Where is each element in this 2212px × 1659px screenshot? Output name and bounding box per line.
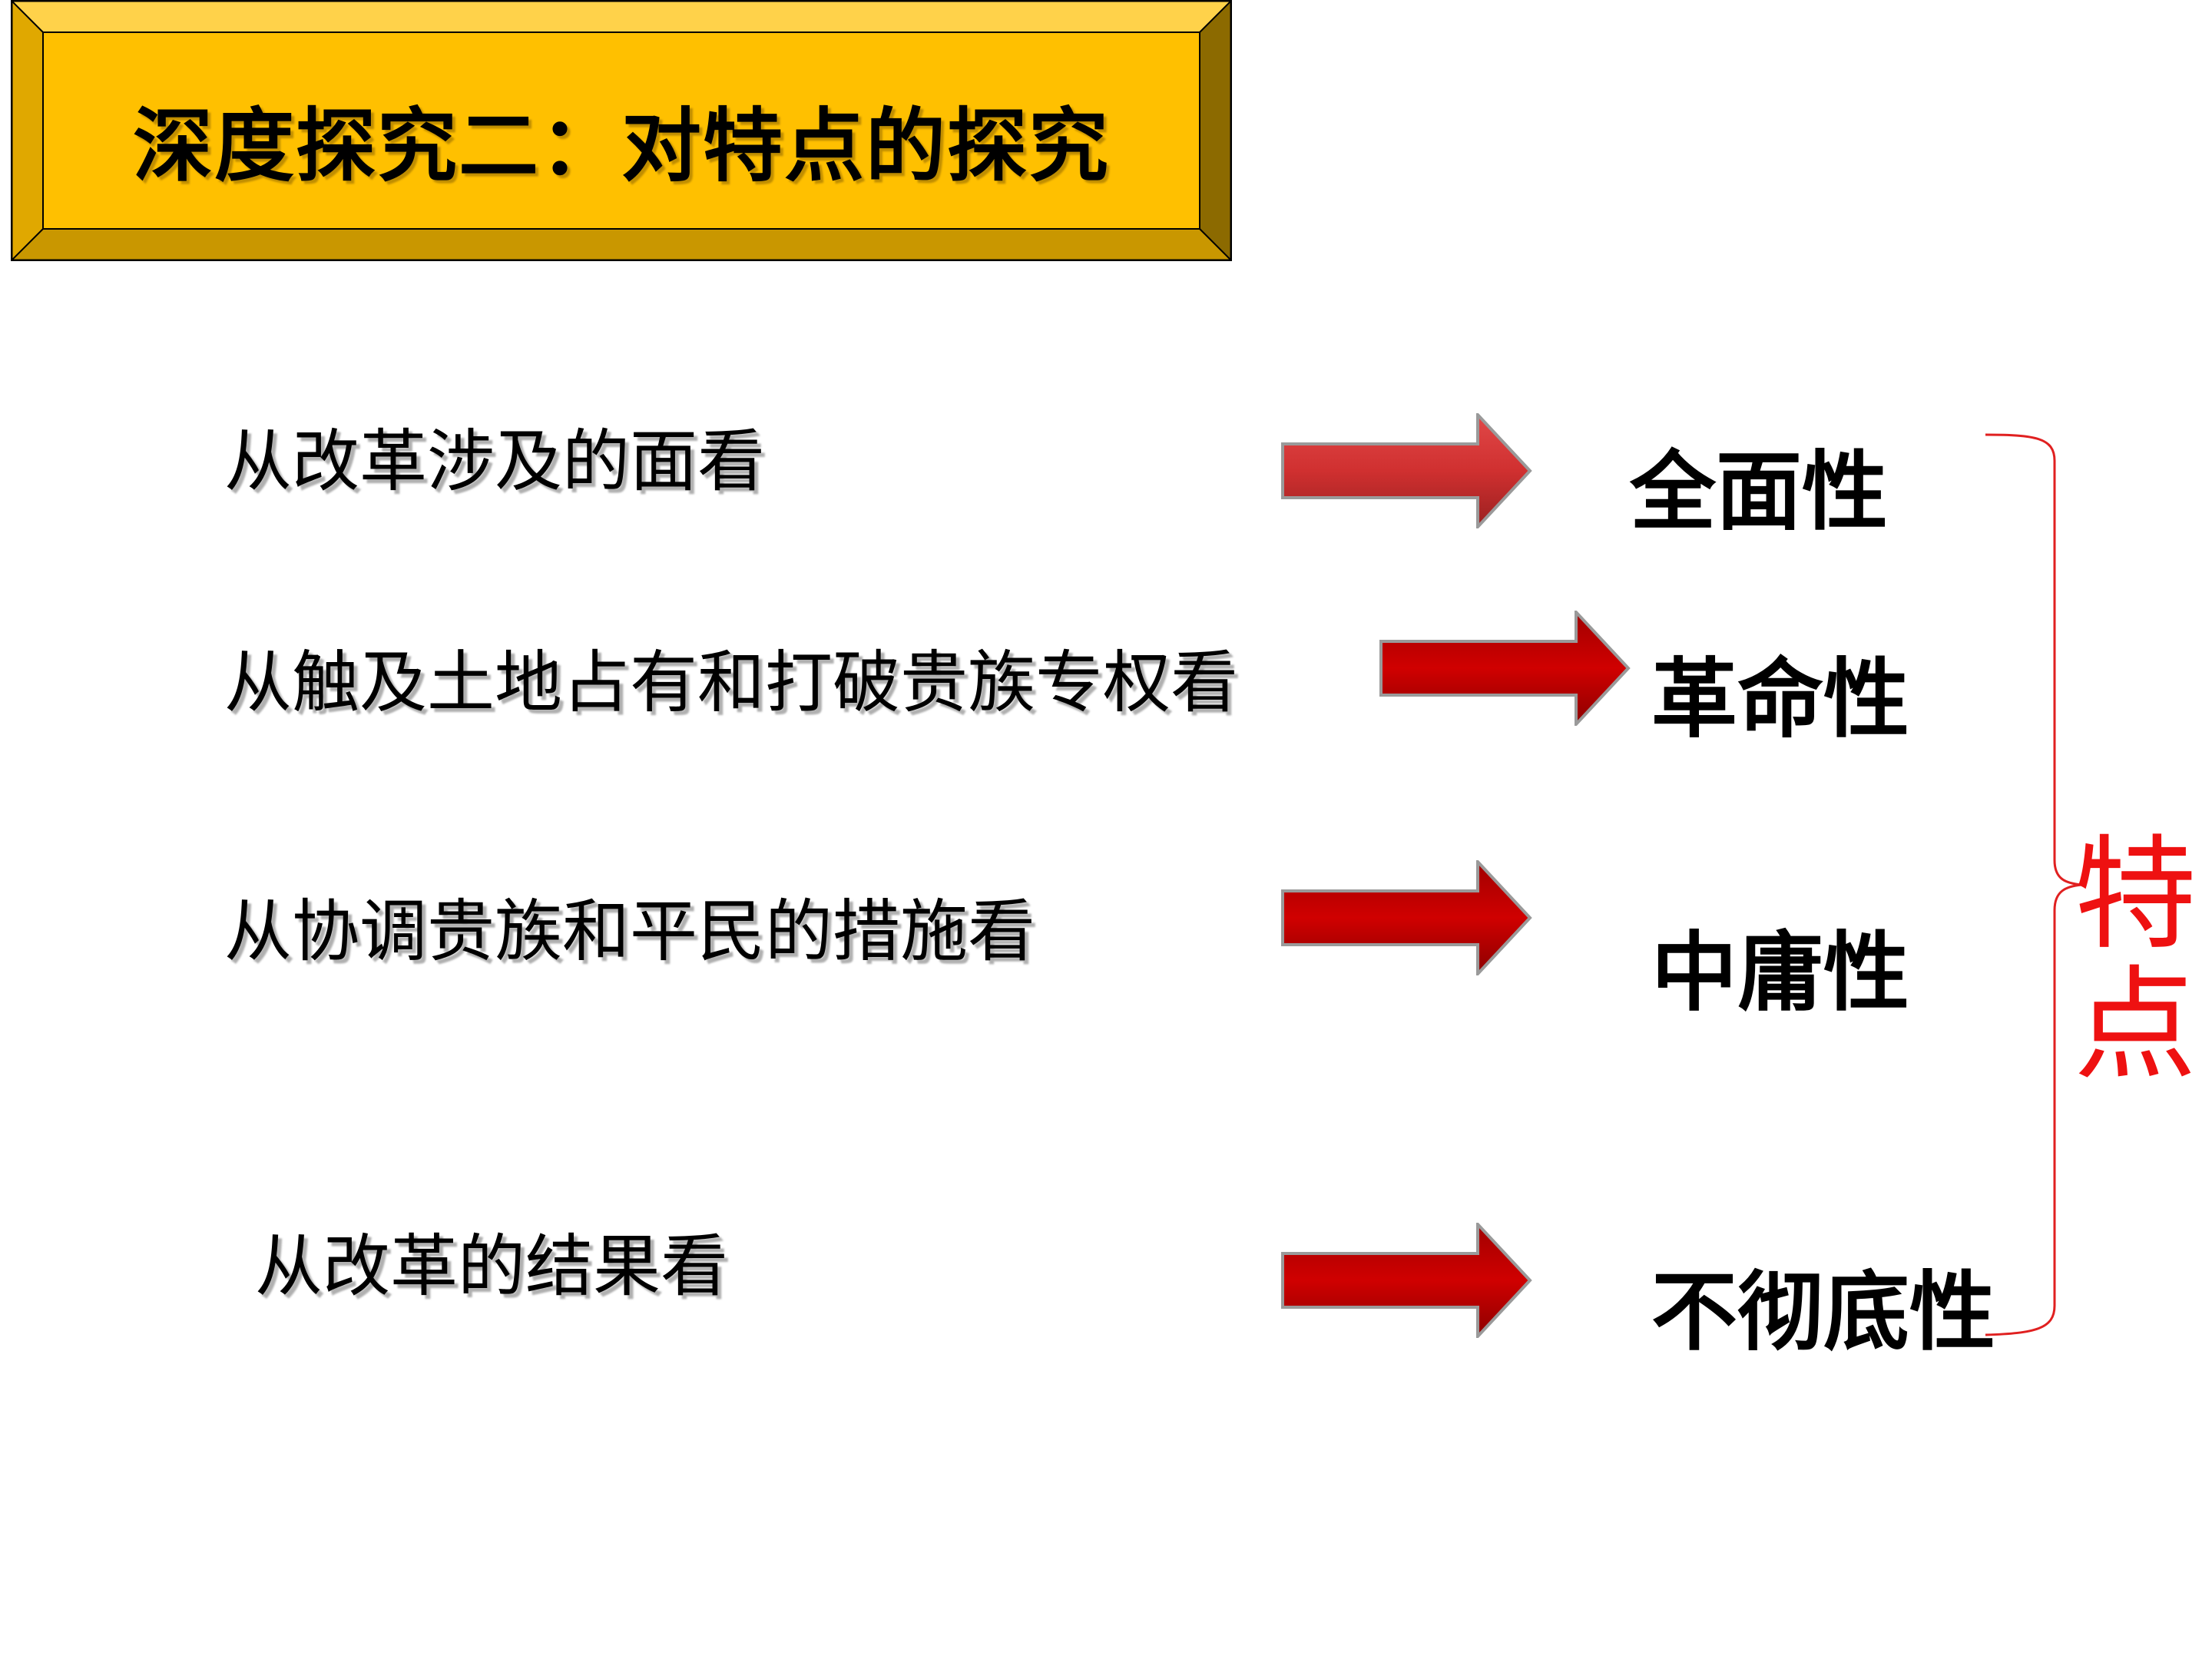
banner-frame	[11, 0, 1232, 261]
title-banner: 深度探究二：对特点的探究	[11, 0, 1232, 261]
aspect-coordination: 从协调贵族和平民的措施看	[224, 892, 1036, 971]
aspect-land-power: 从触及土地占有和打破贵族专权看	[224, 643, 1239, 722]
right-arrow-icon	[1281, 413, 1532, 528]
summary-char-2: 点	[2073, 953, 2197, 1097]
characteristic-moderate: 中庸性	[1651, 923, 1909, 1023]
right-arrow-icon	[1379, 611, 1631, 726]
right-arrow-icon	[1281, 860, 1532, 975]
characteristic-incomplete: 不彻底性	[1651, 1263, 1995, 1363]
characteristic-comprehensive: 全面性	[1630, 442, 1888, 542]
aspect-scope: 从改革涉及的面看	[224, 422, 766, 501]
aspect-outcome: 从改革的结果看	[255, 1227, 729, 1306]
summary-char-1: 特	[2073, 823, 2197, 966]
summary-label: 特 点	[2066, 830, 2204, 1091]
right-arrow-icon	[1281, 1223, 1532, 1338]
characteristic-revolutionary: 革命性	[1651, 650, 1909, 750]
page-title: 深度探究二：对特点的探究	[132, 98, 1110, 193]
